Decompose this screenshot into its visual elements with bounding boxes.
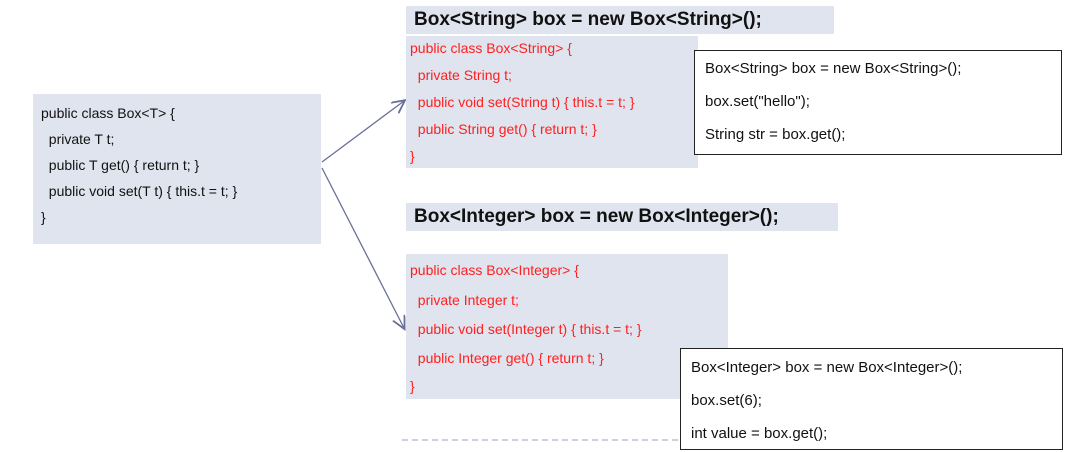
code-line: public void set(String t) { this.t = t; … — [410, 94, 635, 110]
integer-heading: Box<Integer> box = new Box<Integer>(); — [406, 203, 838, 231]
code-line: public void set(Integer t) { this.t = t;… — [410, 321, 642, 337]
string-class-panel: public class Box<String> { private Strin… — [406, 36, 698, 168]
string-heading: Box<String> box = new Box<String>(); — [406, 6, 834, 34]
code-line: public void set(T t) { this.t = t; } — [41, 183, 238, 199]
code-line: public T get() { return t; } — [41, 157, 200, 173]
code-line: public class Box<Integer> { — [410, 262, 579, 278]
integer-usage-box: Box<Integer> box = new Box<Integer>(); b… — [680, 348, 1063, 450]
code-line: int value = box.get(); — [691, 425, 828, 442]
code-line: private Integer t; — [410, 292, 519, 308]
code-line: public class Box<T> { — [41, 105, 175, 121]
code-line: } — [410, 148, 415, 164]
code-line: private String t; — [410, 67, 512, 83]
code-line: Box<Integer> box = new Box<Integer>(); — [691, 359, 963, 376]
code-line: box.set("hello"); — [705, 93, 810, 110]
code-line: } — [41, 209, 46, 225]
code-line: private T t; — [41, 131, 115, 147]
code-line: String str = box.get(); — [705, 126, 846, 143]
code-line: Box<String> box = new Box<String>(); — [705, 60, 962, 77]
code-line: public class Box<String> { — [410, 40, 572, 56]
integer-class-panel: public class Box<Integer> { private Inte… — [406, 254, 728, 399]
code-line: public String get() { return t; } — [410, 121, 597, 137]
code-line: box.set(6); — [691, 392, 762, 409]
arrow-to-string — [321, 101, 404, 163]
string-usage-box: Box<String> box = new Box<String>(); box… — [694, 50, 1062, 155]
arrow-to-integer — [321, 167, 404, 328]
generic-class-panel: public class Box<T> { private T t; publi… — [33, 94, 321, 244]
code-line: } — [410, 378, 415, 394]
code-line: public Integer get() { return t; } — [410, 350, 604, 366]
